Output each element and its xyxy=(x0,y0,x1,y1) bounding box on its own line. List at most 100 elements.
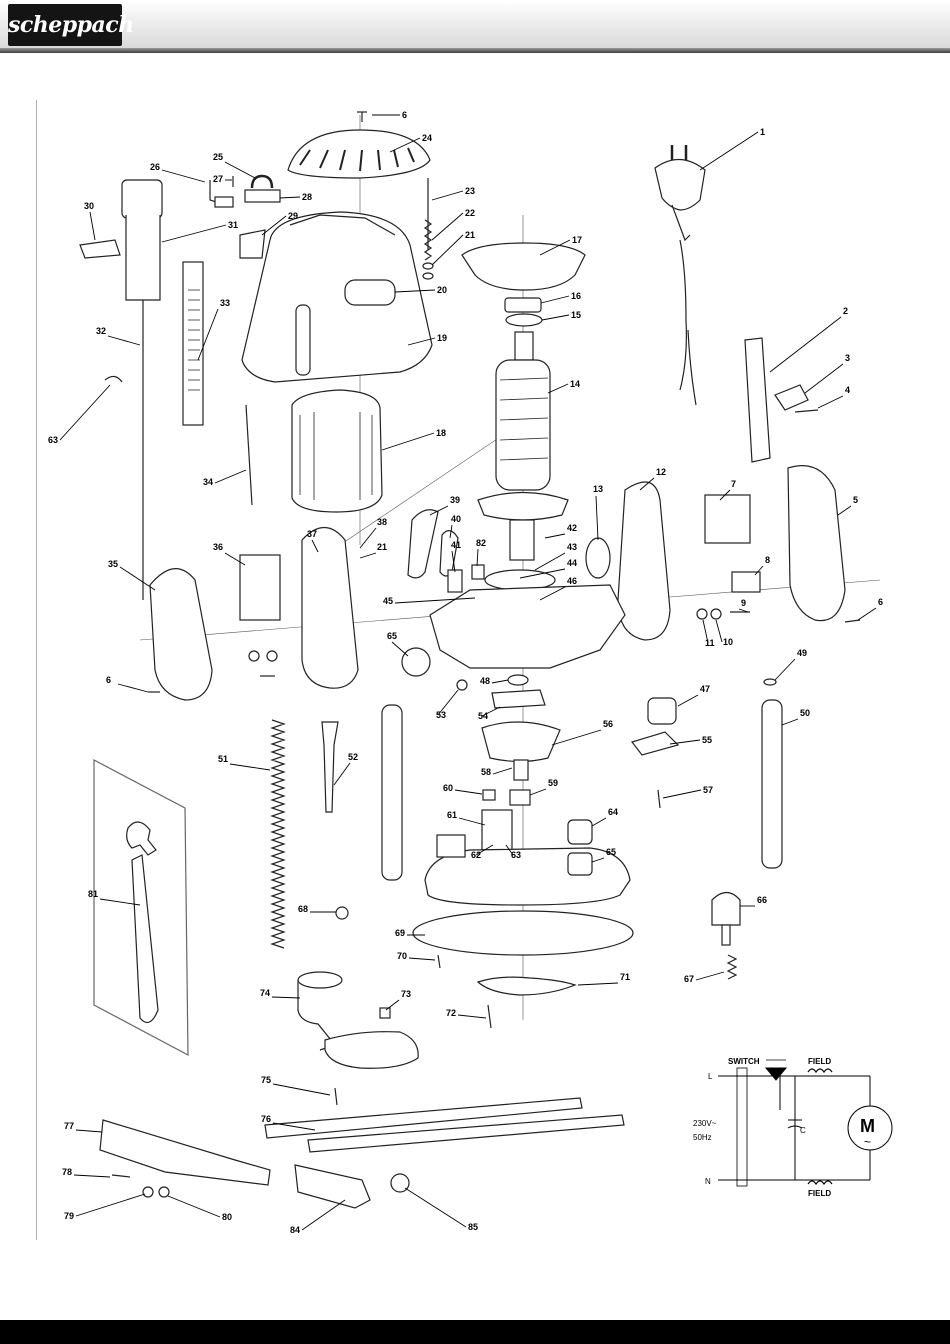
part-number-label: 32 xyxy=(96,326,106,336)
part-number-label: 26 xyxy=(150,162,160,172)
part-number-label: 80 xyxy=(222,1212,232,1222)
part-number-label: 49 xyxy=(797,648,807,658)
motor-ac-symbol: ~ xyxy=(864,1135,871,1149)
part-number-label: 58 xyxy=(481,767,491,777)
callout-leader-line xyxy=(224,161,256,179)
clip-drawing xyxy=(104,375,123,383)
part-number-label: 77 xyxy=(64,1121,74,1131)
callout-leader-line xyxy=(491,679,509,684)
callout-leader-line xyxy=(107,335,141,346)
dust-adapter-drawing xyxy=(297,971,419,1069)
callout-leader-line xyxy=(837,505,852,516)
part-number-label: 60 xyxy=(443,783,453,793)
part-number-label: 44 xyxy=(567,558,577,568)
callout-leader-line xyxy=(715,619,723,643)
part-number-label: 48 xyxy=(480,676,490,686)
part-number-label: 42 xyxy=(567,523,577,533)
small-block-drawing xyxy=(471,564,485,580)
frequency-label: 50Hz xyxy=(693,1133,712,1142)
callout-leader-line xyxy=(431,190,464,201)
callout-leader-line xyxy=(695,971,725,981)
callout-leader-line xyxy=(817,395,844,409)
callout-leader-line xyxy=(381,432,435,451)
callout-leader-line xyxy=(431,212,464,241)
part-number-label: 56 xyxy=(603,719,613,729)
power-plug-drawing xyxy=(654,145,706,406)
part-number-label: 46 xyxy=(567,576,577,586)
guide-block-drawing xyxy=(294,1164,371,1209)
depth-scale-drawing xyxy=(182,261,204,426)
part-number-label: 47 xyxy=(700,684,710,694)
motor-housing-drawing xyxy=(241,211,433,383)
part-number-label: 12 xyxy=(656,467,666,477)
part-number-label: 10 xyxy=(723,637,733,647)
field-bottom-label: FIELD xyxy=(808,1189,831,1198)
callout-leader-line xyxy=(774,658,796,681)
part-number-label: 4 xyxy=(845,385,850,395)
part-number-label: 72 xyxy=(446,1008,456,1018)
callout-leader-line xyxy=(429,505,449,516)
callout-leader-line xyxy=(224,552,246,566)
callout-leader-line xyxy=(437,689,459,716)
cable-sleeve-drawing xyxy=(744,337,771,463)
long-screw-drawing-2 xyxy=(245,404,253,506)
fence-bracket-drawing xyxy=(99,1119,271,1186)
part-number-label: 34 xyxy=(203,477,213,487)
switch-cover-drawing xyxy=(239,229,266,259)
callout-leader-line xyxy=(272,1083,331,1096)
outer-handle-drawing xyxy=(149,568,213,701)
base-plate-drawing xyxy=(412,910,634,956)
guide-plate-drawing xyxy=(476,976,577,996)
part-number-label: 51 xyxy=(218,754,228,764)
part-number-label: 69 xyxy=(395,928,405,938)
sleeve-drawing xyxy=(647,697,677,725)
callout-leader-line xyxy=(75,1129,103,1133)
part-number-label: 41 xyxy=(451,540,461,550)
part-number-label: 52 xyxy=(348,752,358,762)
top-cap-drawing xyxy=(287,129,431,179)
lever-link-drawing xyxy=(439,530,459,577)
part-number-label: 5 xyxy=(853,495,858,505)
part-number-label: 84 xyxy=(290,1225,300,1235)
knob-drawing xyxy=(711,891,741,926)
callout-leader-line xyxy=(214,469,247,484)
callout-leader-line xyxy=(481,706,501,717)
part-number-label: 67 xyxy=(684,974,694,984)
left-handle-shell-drawing xyxy=(301,526,359,689)
part-number-label: 43 xyxy=(567,542,577,552)
callout-leader-line xyxy=(197,308,219,361)
callout-leader-line xyxy=(431,234,464,266)
part-number-label: 76 xyxy=(261,1114,271,1124)
part-number-label: 36 xyxy=(213,542,223,552)
small-clip-drawing xyxy=(379,1007,391,1019)
bracket-drawing xyxy=(239,554,281,621)
part-number-label: 63 xyxy=(48,435,58,445)
part-number-label: 64 xyxy=(608,807,618,817)
callout-leader-line xyxy=(754,565,764,576)
screw-icon xyxy=(357,111,367,122)
callout-leader-line xyxy=(167,1195,221,1218)
far-right-handle-drawing xyxy=(787,465,846,622)
callout-leader-line xyxy=(59,384,111,441)
callout-leader-line xyxy=(702,619,709,644)
callout-leader-line xyxy=(591,817,607,827)
locking-lever-drawing xyxy=(630,731,680,756)
part-number-label: 11 xyxy=(705,638,715,648)
part-number-label: 73 xyxy=(401,989,411,999)
callout-leader-line xyxy=(161,169,206,183)
callout-leader-line xyxy=(475,844,494,856)
switch-clip-drawing xyxy=(209,174,281,208)
part-number-label: 65 xyxy=(606,847,616,857)
callout-leader-line xyxy=(519,568,566,579)
callout-leader-line xyxy=(595,495,599,541)
voltage-label: 230V~ xyxy=(693,1119,717,1128)
nut-drawing xyxy=(335,906,349,920)
block-drawing xyxy=(481,809,513,851)
pillar-left-drawing xyxy=(381,704,403,881)
part-number-label: 3 xyxy=(845,353,850,363)
plate-drawing xyxy=(491,689,546,709)
callout-leader-line xyxy=(539,239,571,256)
callout-leader-line xyxy=(719,489,731,501)
callout-leader-line xyxy=(577,982,619,986)
callout-leader-line xyxy=(359,552,377,559)
